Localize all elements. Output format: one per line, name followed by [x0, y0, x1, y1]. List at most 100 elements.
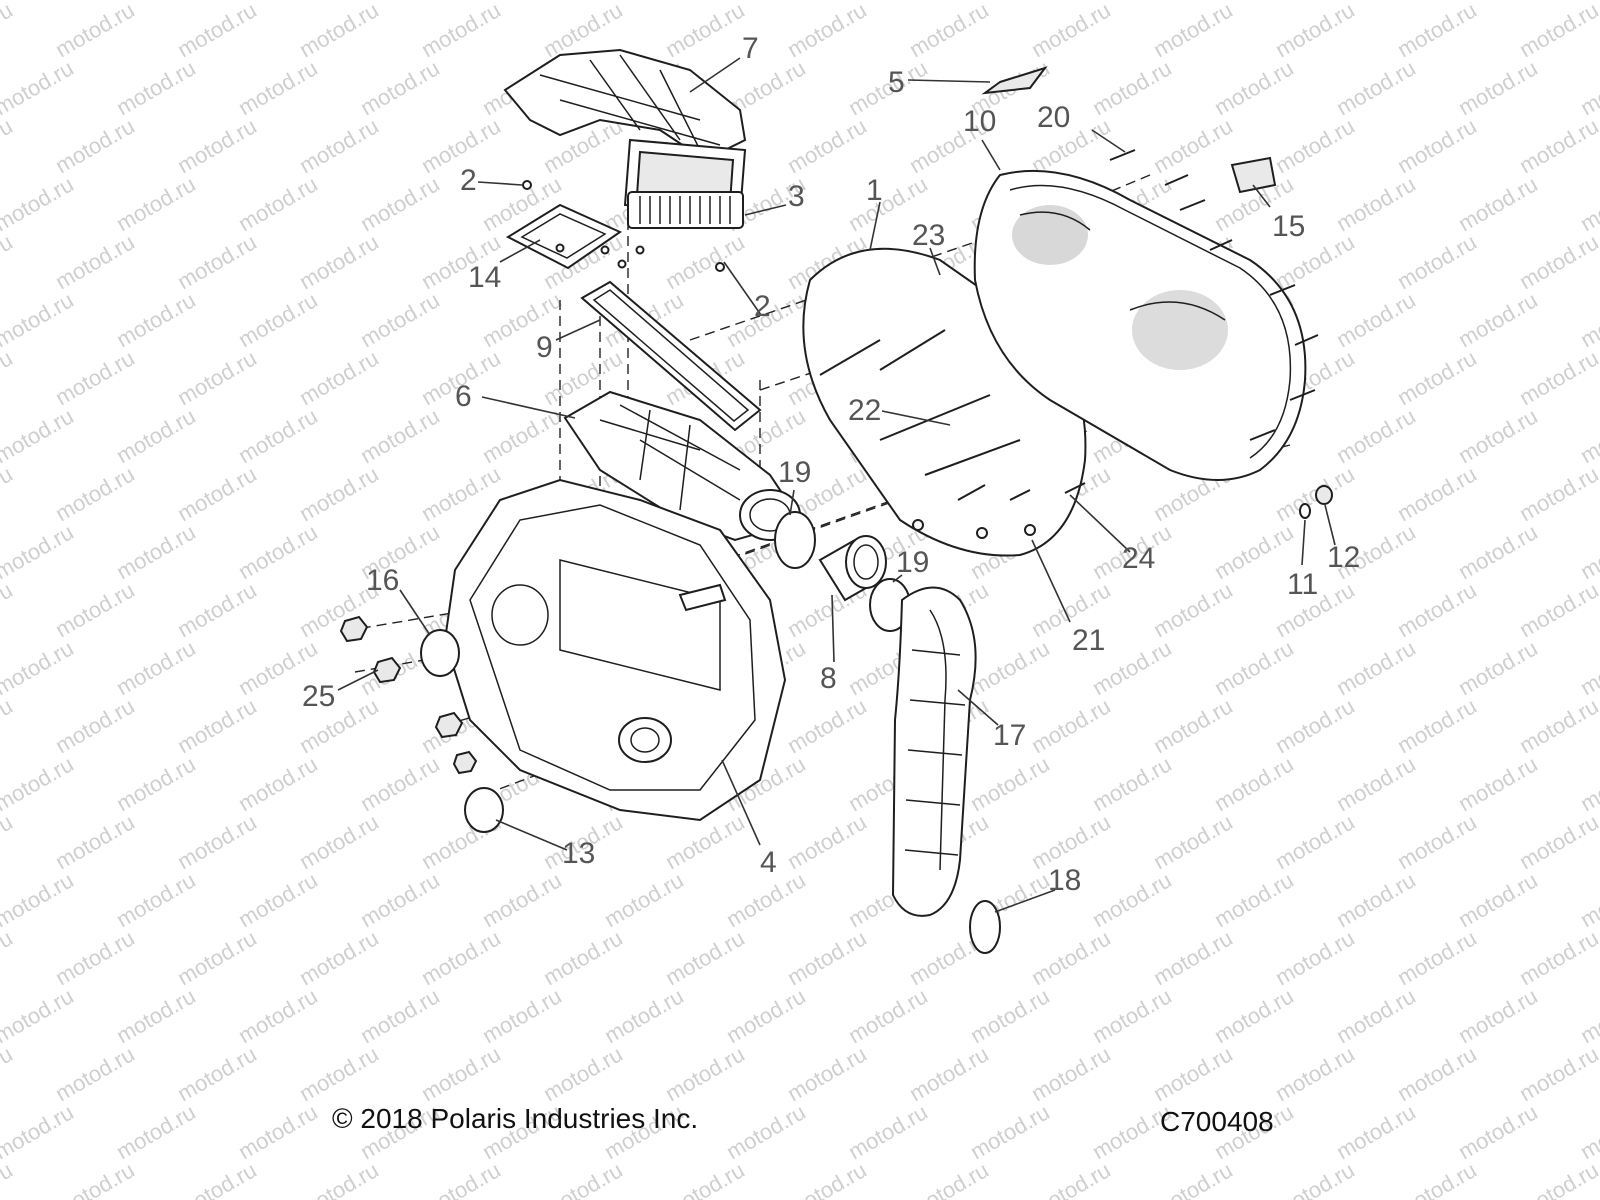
watermark-text: motod.ru [1515, 809, 1600, 874]
part-2-screws [522, 180, 725, 272]
watermark-text: motod.ru [1515, 113, 1600, 178]
watermark-text: motod.ru [1576, 55, 1600, 120]
watermark-text: motod.ru [0, 1041, 17, 1106]
watermark-text: motod.ru [1576, 751, 1600, 816]
watermark-text: motod.ru [0, 1099, 78, 1164]
part-24-short-bolts [957, 482, 1086, 501]
watermark-text: motod.ru [661, 1041, 749, 1106]
watermark-text: motod.ru [51, 345, 139, 410]
watermark-text: motod.ru [1271, 113, 1359, 178]
watermark-text: motod.ru [1149, 1157, 1237, 1200]
watermark-text: motod.ru [661, 809, 749, 874]
watermark-text: motod.ru [478, 867, 566, 932]
watermark-text: motod.ru [0, 287, 78, 352]
watermark-text: motod.ru [1393, 0, 1481, 62]
watermark-text: motod.ru [0, 0, 78, 4]
callout-21: 21 [1072, 624, 1105, 657]
callout-2-mid: 2 [754, 290, 771, 323]
watermark-text: motod.ru [51, 1041, 139, 1106]
watermark-text: motod.ru [234, 751, 322, 816]
callout-18: 18 [1048, 864, 1081, 897]
watermark-text: motod.ru [1332, 403, 1420, 468]
watermark-text: motod.ru [1210, 983, 1298, 1048]
part-14-access-cover [505, 203, 623, 270]
watermark-text: motod.ru [51, 0, 139, 62]
part-21-washers [912, 519, 1036, 539]
watermark-text: motod.ru [1454, 983, 1542, 1048]
watermark-text: motod.ru [356, 983, 444, 1048]
watermark-text: motod.ru [112, 403, 200, 468]
watermark-text: motod.ru [0, 925, 17, 990]
part-16-o-ring [420, 629, 460, 677]
watermark-text: motod.ru [234, 403, 322, 468]
watermark-text: motod.ru [661, 229, 749, 294]
watermark-text: motod.ru [295, 1157, 383, 1200]
callout-1: 1 [866, 174, 883, 207]
watermark-text: motod.ru [1149, 809, 1237, 874]
watermark-text: motod.ru [1393, 345, 1481, 410]
watermark-text: motod.ru [1576, 867, 1600, 932]
watermark-text: motod.ru [1515, 0, 1600, 62]
watermark-text: motod.ru [600, 983, 688, 1048]
part-10-outer-cover [973, 169, 1307, 481]
watermark-text: motod.ru [295, 0, 383, 62]
watermark-text: motod.ru [1271, 809, 1359, 874]
watermark-text: motod.ru [51, 693, 139, 758]
watermark-text: motod.ru [1332, 1099, 1420, 1164]
watermark-text: motod.ru [783, 1041, 871, 1106]
watermark-text: motod.ru [234, 867, 322, 932]
watermark-text: motod.ru [51, 461, 139, 526]
watermark-text: motod.ru [783, 113, 871, 178]
watermark-text: motod.ru [1393, 577, 1481, 642]
watermark-text: motod.ru [112, 635, 200, 700]
watermark-text: motod.ru [0, 519, 78, 584]
watermark-text: motod.ru [844, 983, 932, 1048]
watermark-text: motod.ru [1393, 461, 1481, 526]
watermark-text: motod.ru [234, 171, 322, 236]
part-4-inner-housing [443, 478, 787, 822]
watermark-text: motod.ru [0, 867, 78, 932]
watermark-text: motod.ru [234, 1099, 322, 1164]
watermark-text: motod.ru [1576, 287, 1600, 352]
copyright-notice: © 2018 Polaris Industries Inc. [332, 1103, 699, 1134]
watermark-text: motod.ru [112, 55, 200, 120]
watermark-text: motod.ru [234, 983, 322, 1048]
watermark-text: motod.ru [1454, 55, 1542, 120]
part-11-washer [1299, 503, 1311, 519]
watermark-text: motod.ru [539, 1157, 627, 1200]
watermark-text: motod.ru [417, 1157, 505, 1200]
watermark-text: motod.ru [1454, 1099, 1542, 1164]
callout-23: 23 [912, 219, 945, 252]
watermark-text: motod.ru [1088, 55, 1176, 120]
callout-20: 20 [1037, 101, 1070, 134]
watermark-text: motod.ru [1393, 229, 1481, 294]
watermark-text: motod.ru [539, 925, 627, 990]
watermark-text: motod.ru [0, 461, 17, 526]
watermark-text: motod.ru [1332, 867, 1420, 932]
watermark-text: motod.ru [1515, 1041, 1600, 1106]
watermark-text: motod.ru [722, 983, 810, 1048]
watermark-text: motod.ru [905, 1041, 993, 1106]
watermark-text: motod.ru [966, 751, 1054, 816]
watermark-text: motod.ru [1027, 925, 1115, 990]
callout-2-top: 2 [460, 164, 477, 197]
watermark-text: motod.ru [1088, 751, 1176, 816]
watermark-text: motod.ru [905, 0, 993, 62]
watermark-text: motod.ru [112, 519, 200, 584]
watermark-text: motod.ru [966, 983, 1054, 1048]
watermark-text: motod.ru [1271, 693, 1359, 758]
watermark-text: motod.ru [1454, 403, 1542, 468]
watermark-text: motod.ru [295, 345, 383, 410]
watermark-text: motod.ru [1393, 1157, 1481, 1200]
watermark-text: motod.ru [112, 171, 200, 236]
callout-11: 11 [1287, 568, 1318, 601]
watermark-text: motod.ru [1210, 635, 1298, 700]
callout-12: 12 [1327, 541, 1360, 574]
callout-9: 9 [536, 331, 553, 364]
watermark-text: motod.ru [1149, 113, 1237, 178]
watermark-text: motod.ru [1515, 461, 1600, 526]
part-15-label [1230, 156, 1277, 194]
watermark-text: motod.ru [173, 345, 261, 410]
watermark-text: motod.ru [295, 229, 383, 294]
